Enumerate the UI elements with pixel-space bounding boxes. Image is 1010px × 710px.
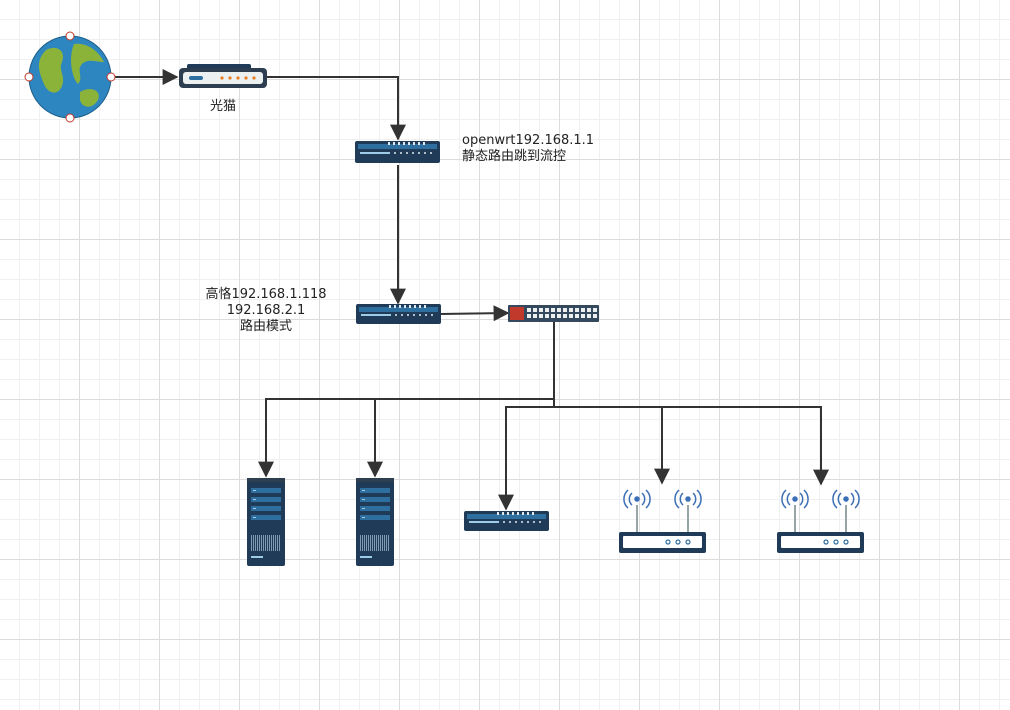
- router-3-icon[interactable]: [464, 511, 549, 531]
- connectors: [112, 69, 829, 511]
- gaoge-label: 高恪192.168.1.118 192.168.2.1 路由模式: [198, 287, 334, 335]
- edge-switch-ap2: [662, 406, 829, 486]
- server-1-icon[interactable]: [247, 478, 285, 566]
- edge-gaoge-switch: [439, 305, 510, 322]
- edge-switch-server1: [258, 398, 554, 478]
- modem-label: 光猫: [209, 99, 236, 114]
- openwrt-router-icon[interactable]: [355, 141, 440, 163]
- openwrt-label: openwrt192.168.1.1 静态路由跳到流控: [462, 133, 594, 165]
- openwrt-label-line-2: 静态路由跳到流控: [462, 149, 567, 164]
- gaoge-label-line-2: 192.168.2.1: [226, 303, 306, 318]
- wireless-ap-2-icon[interactable]: [777, 489, 864, 553]
- gaoge-router-icon[interactable]: [356, 304, 441, 324]
- edge-modem-openwrt: [267, 76, 406, 141]
- edge-switch-ap1: [554, 406, 670, 485]
- server-2-icon[interactable]: [356, 478, 394, 566]
- gaoge-label-line-1: 高恪192.168.1.118: [205, 287, 327, 302]
- switch-icon[interactable]: [508, 305, 599, 322]
- gaoge-label-line-3: 路由模式: [239, 319, 292, 334]
- edge-switch-device3: [498, 406, 554, 511]
- globe-icon[interactable]: [24, 31, 116, 123]
- modem-icon[interactable]: [179, 64, 267, 88]
- wireless-ap-1-icon[interactable]: [619, 489, 706, 553]
- openwrt-label-line-1: openwrt192.168.1.1: [462, 133, 595, 148]
